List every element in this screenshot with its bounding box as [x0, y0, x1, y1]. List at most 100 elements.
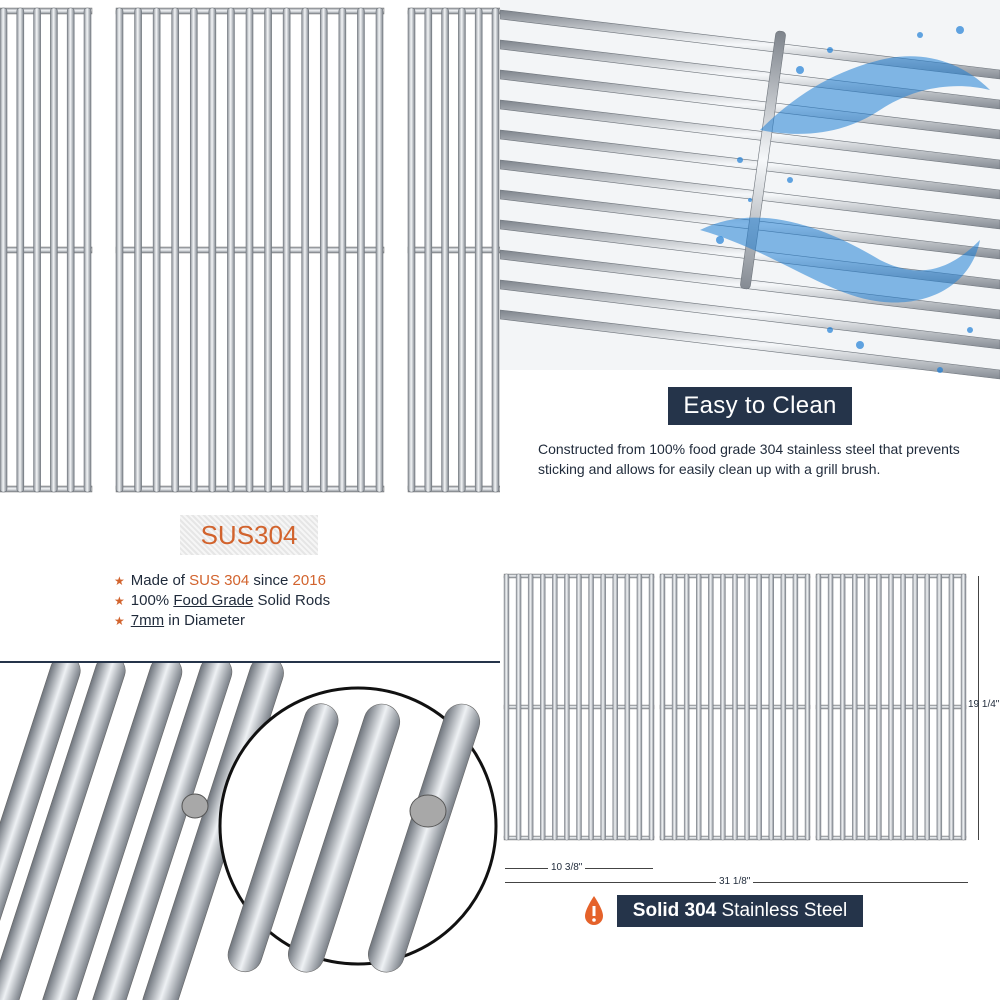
- grate-center-rod: [319, 7, 328, 493]
- grate-center-rod: [227, 7, 235, 493]
- water-droplet: [937, 367, 943, 373]
- dim-grate-rod: [804, 573, 811, 841]
- dim-grate-rod: [540, 573, 546, 841]
- water-droplet: [827, 47, 833, 53]
- grate-left-mid-bar: [0, 246, 93, 254]
- dim-grate-rod: [864, 573, 870, 841]
- dim-grate-rod: [924, 573, 930, 841]
- dim-grate-rod: [708, 573, 714, 841]
- rod-zoomed: [368, 703, 481, 973]
- grate-left-rod: [83, 7, 92, 493]
- easy-clean-description: Constructed from 100% food grade 304 sta…: [538, 441, 960, 477]
- angled-rod: [500, 129, 1000, 200]
- dim-grate-rod: [612, 573, 618, 841]
- dim-grate-rod: [503, 573, 510, 841]
- rod-closeup: [92, 663, 233, 1000]
- angled-rod: [500, 159, 1000, 230]
- easy-clean-badge: Easy to Clean: [668, 387, 852, 425]
- dim-grate-rod: [600, 573, 606, 841]
- grate-left-rod: [66, 7, 75, 493]
- grate-center-rod: [357, 7, 365, 493]
- grate-right-mid-bar: [407, 246, 500, 254]
- dim-grate-rod: [744, 573, 750, 841]
- dimension-diagram: [500, 560, 1000, 880]
- angled-rod: [500, 99, 1000, 170]
- water-splash-upper: [760, 56, 990, 134]
- dim-grate-rod: [876, 573, 882, 841]
- rod-cross-section: [181, 793, 209, 819]
- dim-grate-rod: [900, 573, 906, 841]
- grate-right-rod: [407, 7, 416, 493]
- grate-dimension-illustration: [503, 573, 967, 841]
- dim-grate-rod: [960, 573, 967, 841]
- dim-grate-rod: [696, 573, 702, 841]
- dim-grate-rod: [852, 573, 858, 841]
- water-droplet: [748, 198, 752, 202]
- grate-center-rod: [301, 7, 310, 493]
- rod-cross-section: [409, 794, 447, 828]
- total-width-label: 31 1/8": [716, 876, 754, 887]
- water-droplet: [967, 327, 973, 333]
- section-width-label: 10 3/8": [548, 862, 586, 873]
- rod-zoomed: [227, 703, 339, 973]
- grate-center-rod: [282, 7, 291, 493]
- section-divider: [0, 661, 500, 663]
- water-droplet: [917, 32, 923, 38]
- dim-grate-rod: [636, 573, 643, 841]
- grate-center-rod: [338, 7, 347, 493]
- grate-center-rod: [171, 7, 180, 493]
- water-droplet: [796, 66, 804, 74]
- sus304-stamp: SUS304: [180, 515, 318, 555]
- height-dimension-label: 19 1/4": [968, 699, 1000, 710]
- dim-grate-rod: [515, 573, 522, 841]
- height-dimension-line: [978, 576, 979, 840]
- grates-illustration: [0, 7, 500, 493]
- easy-clean-photo: [500, 0, 1000, 500]
- grate-right-rod: [458, 7, 466, 493]
- dim-grate-rod: [659, 573, 666, 841]
- grates-photo: [0, 0, 500, 500]
- dim-grate-rod: [588, 573, 594, 841]
- grate-right-bottom-bar: [407, 485, 500, 493]
- dim-grate-rod: [948, 573, 955, 841]
- water-droplet: [737, 157, 743, 163]
- rod-closeup: [42, 663, 183, 1000]
- dim-grate-rod: [671, 573, 678, 841]
- star-icon: ★: [114, 574, 125, 588]
- rod-zoomed: [288, 703, 401, 973]
- grate-center-rod: [152, 7, 161, 493]
- star-icon: ★: [114, 594, 125, 608]
- grate-left-rod: [0, 7, 8, 493]
- dim-grate-rod: [576, 573, 582, 841]
- feature-diameter: ★7mm in Diameter: [114, 612, 245, 629]
- dim-grate-rod: [815, 573, 822, 841]
- rods-closeup-photo: [0, 663, 500, 1000]
- angled-rods-illustration: [500, 0, 1000, 380]
- grate-right-top-bar: [407, 7, 500, 15]
- grate-right-rod: [441, 7, 449, 493]
- water-droplet: [856, 341, 864, 349]
- dim-grate-rod: [888, 573, 894, 841]
- grate-left-top-bar: [0, 7, 93, 15]
- grate-center-rod: [189, 7, 198, 493]
- angled-rod: [500, 309, 1000, 380]
- feature-food-grade: ★100% Food Grade Solid Rods: [114, 592, 331, 609]
- grate-center-rod: [264, 7, 272, 493]
- rods-closeup-illustration: [0, 663, 500, 1000]
- grate-right-rod: [424, 7, 433, 493]
- grate-right-rod: [491, 7, 500, 493]
- dim-grate-rod: [732, 573, 738, 841]
- rod-closeup: [0, 663, 81, 1000]
- dim-grate-rod: [527, 573, 534, 841]
- grate-right-rod: [474, 7, 483, 493]
- water-droplet: [716, 236, 724, 244]
- dim-grate-rod: [720, 573, 726, 841]
- water-droplet: [827, 327, 833, 333]
- dim-grate-rod: [768, 573, 774, 841]
- grate-left-rod: [16, 7, 25, 493]
- rod-closeup: [0, 663, 126, 1000]
- warning-drop-icon: [585, 896, 603, 925]
- dim-grate-rod: [792, 573, 799, 841]
- water-droplet: [956, 26, 964, 34]
- grate-center-rod: [245, 7, 254, 493]
